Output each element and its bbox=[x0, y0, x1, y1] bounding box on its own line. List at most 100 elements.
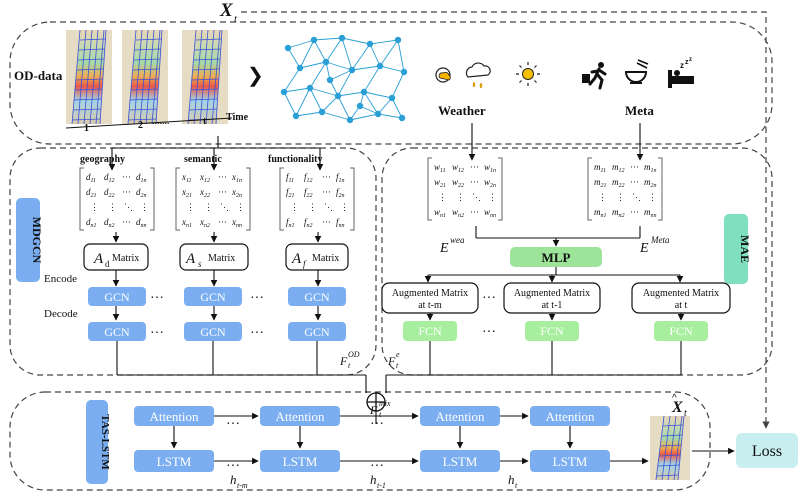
network-node bbox=[400, 68, 408, 76]
svg-text:GCN: GCN bbox=[304, 290, 330, 304]
svg-text:⋮: ⋮ bbox=[340, 202, 349, 212]
svg-text:A: A bbox=[291, 251, 302, 267]
matrix-entry: d22 bbox=[104, 187, 115, 199]
matrix-entry: wn2 bbox=[452, 207, 464, 219]
tas-lstm-label bbox=[86, 400, 108, 484]
sun-icon bbox=[516, 62, 540, 86]
svg-text:Matrix: Matrix bbox=[208, 253, 235, 264]
svg-text:···: ··· bbox=[218, 217, 227, 227]
svg-text:⋮: ⋮ bbox=[488, 192, 497, 202]
svg-text:···: ··· bbox=[322, 172, 331, 182]
matrix-entry: wnn bbox=[484, 207, 496, 219]
fcn-dots: ··· bbox=[482, 325, 496, 340]
matrix-entry: mnn bbox=[644, 207, 657, 219]
matrix-entry: f1n bbox=[336, 172, 345, 184]
od-map-frame-2 bbox=[122, 29, 168, 125]
network-edge bbox=[321, 95, 339, 113]
network-edge bbox=[351, 43, 371, 71]
svg-text:···: ··· bbox=[122, 172, 131, 182]
network-node bbox=[306, 84, 314, 92]
f-mix-sub: t bbox=[379, 410, 382, 419]
network-edge bbox=[329, 69, 353, 81]
network-edge bbox=[295, 111, 323, 117]
augmented-matrix-t-m: Augmented Matrix at t-m bbox=[381, 282, 479, 314]
network-edge bbox=[379, 65, 405, 73]
xt-label: X bbox=[219, 0, 234, 21]
network-edge bbox=[283, 91, 297, 117]
od-map-frame-1 bbox=[66, 29, 112, 125]
network-node bbox=[360, 88, 368, 96]
matrix-entry: w22 bbox=[452, 177, 464, 189]
matrix-entry: f12 bbox=[304, 172, 313, 184]
matrix-entry: x2n bbox=[231, 187, 242, 199]
matrix-entry: f21 bbox=[286, 187, 295, 199]
f-e-label: F bbox=[387, 354, 396, 368]
network-graph-icon bbox=[280, 34, 408, 124]
svg-text:Augmented Matrix: Augmented Matrix bbox=[392, 288, 468, 299]
f-od-label: F bbox=[339, 354, 348, 368]
h-t-label: h bbox=[508, 472, 515, 487]
augmented-matrix-t-1: Augmented Matrix at t-1 bbox=[503, 282, 601, 314]
food-bowl-icon bbox=[624, 59, 649, 84]
f-e-sub: t bbox=[396, 361, 399, 370]
decode-label: Decode bbox=[44, 308, 78, 320]
svg-text:⋱: ⋱ bbox=[472, 192, 481, 202]
e-meta-label: E bbox=[639, 241, 649, 256]
network-edge bbox=[369, 43, 381, 67]
matrix-entry: xn1 bbox=[181, 217, 192, 229]
network-node bbox=[318, 108, 326, 116]
gcn-encode-1: GCN bbox=[88, 287, 146, 306]
mdgcn-output-lines bbox=[116, 341, 367, 393]
svg-text:z: z bbox=[685, 59, 689, 66]
svg-text:···: ··· bbox=[630, 207, 639, 217]
network-edge bbox=[337, 91, 365, 97]
svg-text:⋮: ⋮ bbox=[108, 202, 117, 212]
matrix-entry: mn1 bbox=[594, 207, 607, 219]
matrix-entry: wn1 bbox=[434, 207, 446, 219]
a-s-matrix-box: A s Matrix bbox=[179, 243, 249, 271]
gcn-encode-dots-2: ··· bbox=[250, 291, 264, 306]
network-node bbox=[296, 64, 304, 72]
matrix-entry: m2n bbox=[644, 177, 657, 189]
attention-dots-1: ··· bbox=[226, 417, 240, 432]
svg-text:at t-1: at t-1 bbox=[542, 300, 563, 311]
matrix-entry: d12 bbox=[104, 172, 115, 184]
lstm-2: LSTM bbox=[260, 450, 340, 472]
network-edge bbox=[337, 69, 353, 97]
svg-text:Attention: Attention bbox=[435, 409, 485, 424]
svg-text:Attention: Attention bbox=[149, 409, 199, 424]
chevron-icon: ❯ bbox=[247, 65, 264, 87]
network-edge bbox=[299, 39, 315, 69]
network-edge bbox=[287, 47, 301, 69]
rain-cloud-icon bbox=[465, 62, 491, 89]
svg-text:at t-m: at t-m bbox=[418, 300, 442, 311]
network-node bbox=[326, 76, 334, 84]
svg-text:Loss: Loss bbox=[752, 443, 782, 460]
loss-box: Loss bbox=[736, 433, 798, 468]
fcn-3: FCN bbox=[654, 321, 708, 341]
matrix-entry: w11 bbox=[434, 162, 446, 174]
x-hat-label: X bbox=[671, 399, 683, 416]
svg-text:FCN: FCN bbox=[540, 324, 564, 338]
network-node bbox=[366, 40, 374, 48]
od-frames: 1 2 ....... t Time bbox=[65, 29, 249, 134]
svg-text:⋮: ⋮ bbox=[140, 202, 149, 212]
od-map-frame-t bbox=[182, 29, 228, 125]
network-node bbox=[356, 102, 364, 110]
svg-text:···: ··· bbox=[470, 207, 479, 217]
svg-text:···: ··· bbox=[630, 162, 639, 172]
svg-text:⋮: ⋮ bbox=[204, 202, 213, 212]
mdgcn-label-text: MDGCN bbox=[30, 217, 44, 264]
network-node bbox=[292, 112, 300, 120]
mae-region bbox=[381, 147, 773, 376]
geography-title: geography bbox=[80, 154, 125, 165]
matrix-entry: d21 bbox=[86, 187, 97, 199]
mlp-to-aug-lines bbox=[424, 267, 684, 283]
network-edge bbox=[287, 39, 315, 49]
network-edge bbox=[325, 37, 343, 63]
h-t-1-label: h bbox=[370, 472, 377, 487]
